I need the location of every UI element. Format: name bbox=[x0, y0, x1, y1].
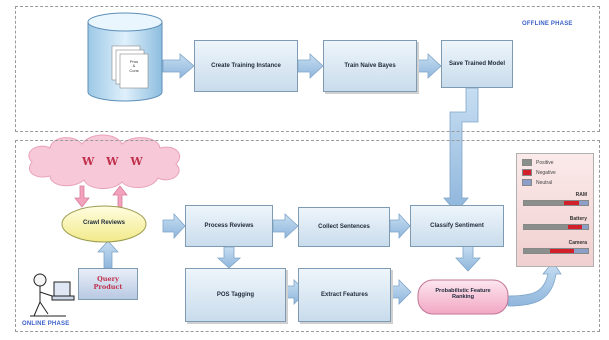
save-trained-model-box: Save Trained Model bbox=[441, 40, 513, 88]
feature-bar-battery bbox=[523, 224, 589, 230]
legend-neutral-label: Neutral bbox=[536, 179, 553, 186]
legend-positive-swatch bbox=[522, 159, 532, 166]
feature-name-battery: Battery bbox=[569, 216, 587, 222]
online-phase-label: ONLINE PHASE bbox=[22, 321, 70, 327]
query-product-line1: Query bbox=[97, 275, 119, 284]
legend-positive-label: Positive bbox=[536, 159, 554, 166]
crawl-reviews-label: Crawl Reviews bbox=[82, 220, 126, 226]
pos-tagging-box: POS Tagging bbox=[185, 268, 286, 322]
www-cloud bbox=[28, 134, 181, 189]
collect-sentences-box: Collect Sentences bbox=[298, 207, 390, 247]
bar-segment-neutral bbox=[581, 225, 588, 229]
bar-segment-negative bbox=[549, 249, 574, 253]
legend-negative: Negative bbox=[522, 169, 556, 176]
user-at-computer-icon bbox=[30, 273, 75, 317]
bar-segment-neutral bbox=[579, 201, 588, 205]
database-label: Pros & Cons bbox=[120, 59, 148, 73]
sentiment-summary-panel: Positive Negative Neutral RAM Battery Ca… bbox=[516, 153, 594, 267]
train-naive-bayes-box: Train Naive Bayes bbox=[323, 40, 417, 92]
crawl-reviews-ellipse bbox=[61, 205, 147, 243]
database-label-cons: Cons bbox=[129, 67, 139, 73]
legend-negative-label: Negative bbox=[536, 169, 556, 176]
feature-bar-ram bbox=[523, 200, 589, 206]
query-product-line2: Product bbox=[93, 283, 123, 291]
classify-sentiment-box: Classify Sentiment bbox=[410, 205, 504, 247]
bar-segment-negative bbox=[567, 225, 582, 229]
process-reviews-box: Process Reviews bbox=[185, 205, 273, 247]
database-label-and: & bbox=[132, 63, 136, 69]
offline-phase-container bbox=[15, 6, 600, 132]
legend-negative-swatch bbox=[522, 169, 532, 176]
offline-phase-label: OFFLINE PHASE bbox=[522, 21, 573, 27]
feature-name-camera: Camera bbox=[568, 240, 587, 246]
extract-features-box: Extract Features bbox=[298, 268, 391, 322]
online-phase-container bbox=[15, 140, 600, 332]
query-product-box: Query Product bbox=[78, 268, 138, 300]
www-label: W W W bbox=[82, 155, 147, 168]
legend-neutral-swatch bbox=[522, 179, 532, 186]
bar-segment-neutral bbox=[573, 249, 588, 253]
online-arrows bbox=[74, 185, 562, 307]
database-label-pros: Pros bbox=[129, 59, 139, 64]
bar-segment-positive bbox=[524, 201, 564, 205]
feature-name-ram: RAM bbox=[575, 192, 587, 198]
legend-neutral: Neutral bbox=[522, 179, 552, 186]
create-training-instance-box: Create Training Instance bbox=[194, 40, 298, 92]
legend-positive: Positive bbox=[522, 159, 554, 166]
reviews-database-icon bbox=[87, 12, 163, 102]
feature-ranking-shape bbox=[417, 279, 509, 315]
bar-segment-positive bbox=[524, 249, 550, 253]
bar-segment-negative bbox=[563, 201, 580, 205]
offline-arrows bbox=[162, 53, 479, 213]
feature-ranking-label: Probabilistic Feature Ranking bbox=[435, 288, 491, 301]
feature-bar-camera bbox=[523, 248, 589, 254]
bar-segment-positive bbox=[524, 225, 568, 229]
